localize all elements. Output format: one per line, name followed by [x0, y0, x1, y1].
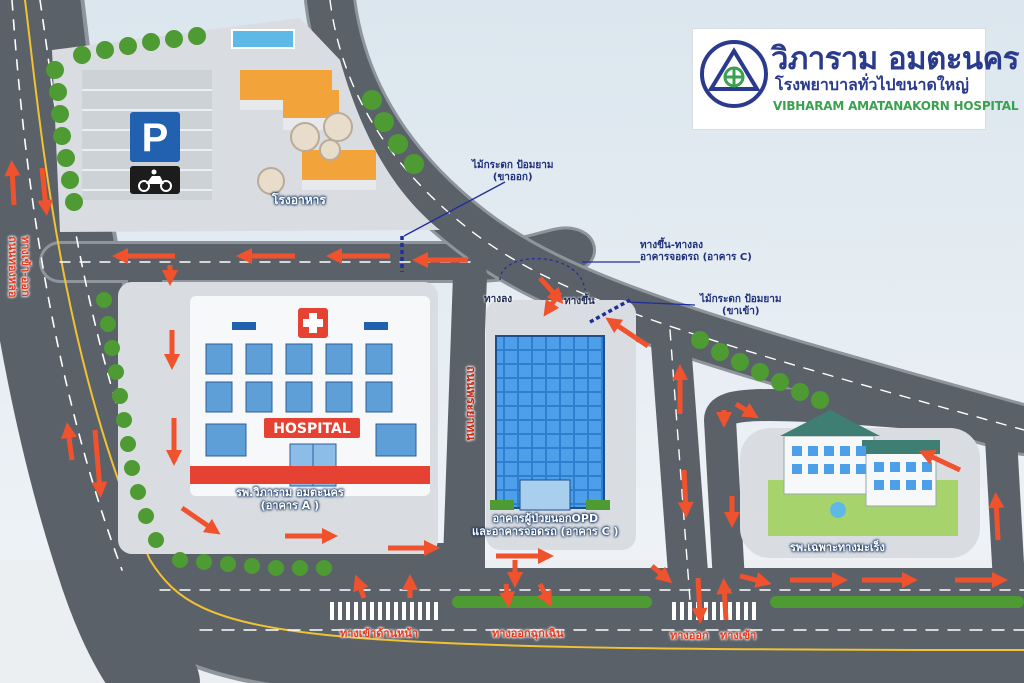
ramp-up-label: ทางขึ้น [564, 296, 595, 307]
gate-barriers [400, 236, 631, 324]
logo-thai-subtitle: โรงพยาบาลทั่วไปขนาดใหญ่ [775, 75, 969, 94]
building-c-sub: และอาคารจอดรถ (อาคาร C ) [472, 525, 619, 538]
barrier-exit-line1: ไม้กระดก ป้อมยาม [472, 160, 554, 171]
barrier-entry-line2: (ขาเข้า) [722, 306, 760, 317]
logo-thai-name: วิภาราม อมตะนคร [771, 41, 1019, 77]
entrance-label: ทางเข้า [720, 629, 757, 642]
left-road-line1: ทางเข้า-ออก [19, 236, 32, 297]
barrier-entry-note: ไม้กระดก ป้อมยาม (ขาเข้า) [700, 294, 781, 318]
left-road-label: ทางเข้า-ออก ถนนทองหล่อ [6, 236, 32, 298]
ramp-note-line1: ทางขึ้น-ทางลง [640, 240, 704, 251]
building-a-name: รพ.วิภาราม อมตะนคร [236, 486, 344, 499]
ramp-down-label: ทางลง [484, 294, 513, 305]
barrier-entry-line1: ไม้กระดก ป้อมยาม [700, 294, 782, 305]
left-road-line2: ถนนทองหล่อ [6, 236, 19, 298]
parking-sign: P [130, 112, 180, 194]
traffic-arrows [4, 160, 1009, 624]
emergency-exit-label: ทางออกฉุกเฉิน [492, 627, 564, 640]
building-a-sub: (อาคาร A ) [260, 499, 320, 512]
ramp-note-line2: อาคารจอดรถ (อาคาร C) [640, 252, 752, 263]
motorcycle-icon [138, 169, 172, 192]
logo-english-name: VIBHARAM AMATANAKORN HOSPITAL [773, 99, 1019, 113]
canteen-buildings [240, 70, 376, 195]
cancer-hospital-label: รพ.เฉพาะทางมะเร็ง [790, 541, 885, 554]
cancer-hospital-block [740, 410, 980, 558]
canteen-label: โรงอาหาร [272, 193, 326, 207]
parking-sign-letter: P [142, 116, 169, 160]
building-a-block: HOSPITAL [96, 282, 438, 576]
center-road-label: ถนนพระยาทน [464, 366, 478, 441]
front-entrance-label: ทางเข้าด้านหน้า [340, 627, 419, 640]
hospital-emblem-icon [700, 40, 768, 108]
hospital-sign: HOSPITAL [273, 421, 350, 437]
barrier-exit-line2: (ขาออก) [492, 172, 533, 183]
building-c-name: อาคารผู้ป่วยนอกOPD [492, 512, 599, 525]
barrier-exit-note: ไม้กระดก ป้อมยาม (ขาออก) [472, 160, 553, 184]
annotation-pointers [403, 181, 696, 306]
exit-label: ทางออก [670, 629, 709, 642]
hospital-logo: วิภาราม อมตะนคร โรงพยาบาลทั่วไปขนาดใหญ่ … [692, 28, 1019, 130]
building-a-label: รพ.วิภาราม อมตะนคร (อาคาร A ) [236, 486, 344, 512]
building-c-block [486, 258, 636, 550]
ramp-note: ทางขึ้น-ทางลง อาคารจอดรถ (อาคาร C) [640, 240, 752, 264]
building-c-label: อาคารผู้ป่วยนอกOPD และอาคารจอดรถ (อาคาร … [472, 512, 619, 538]
